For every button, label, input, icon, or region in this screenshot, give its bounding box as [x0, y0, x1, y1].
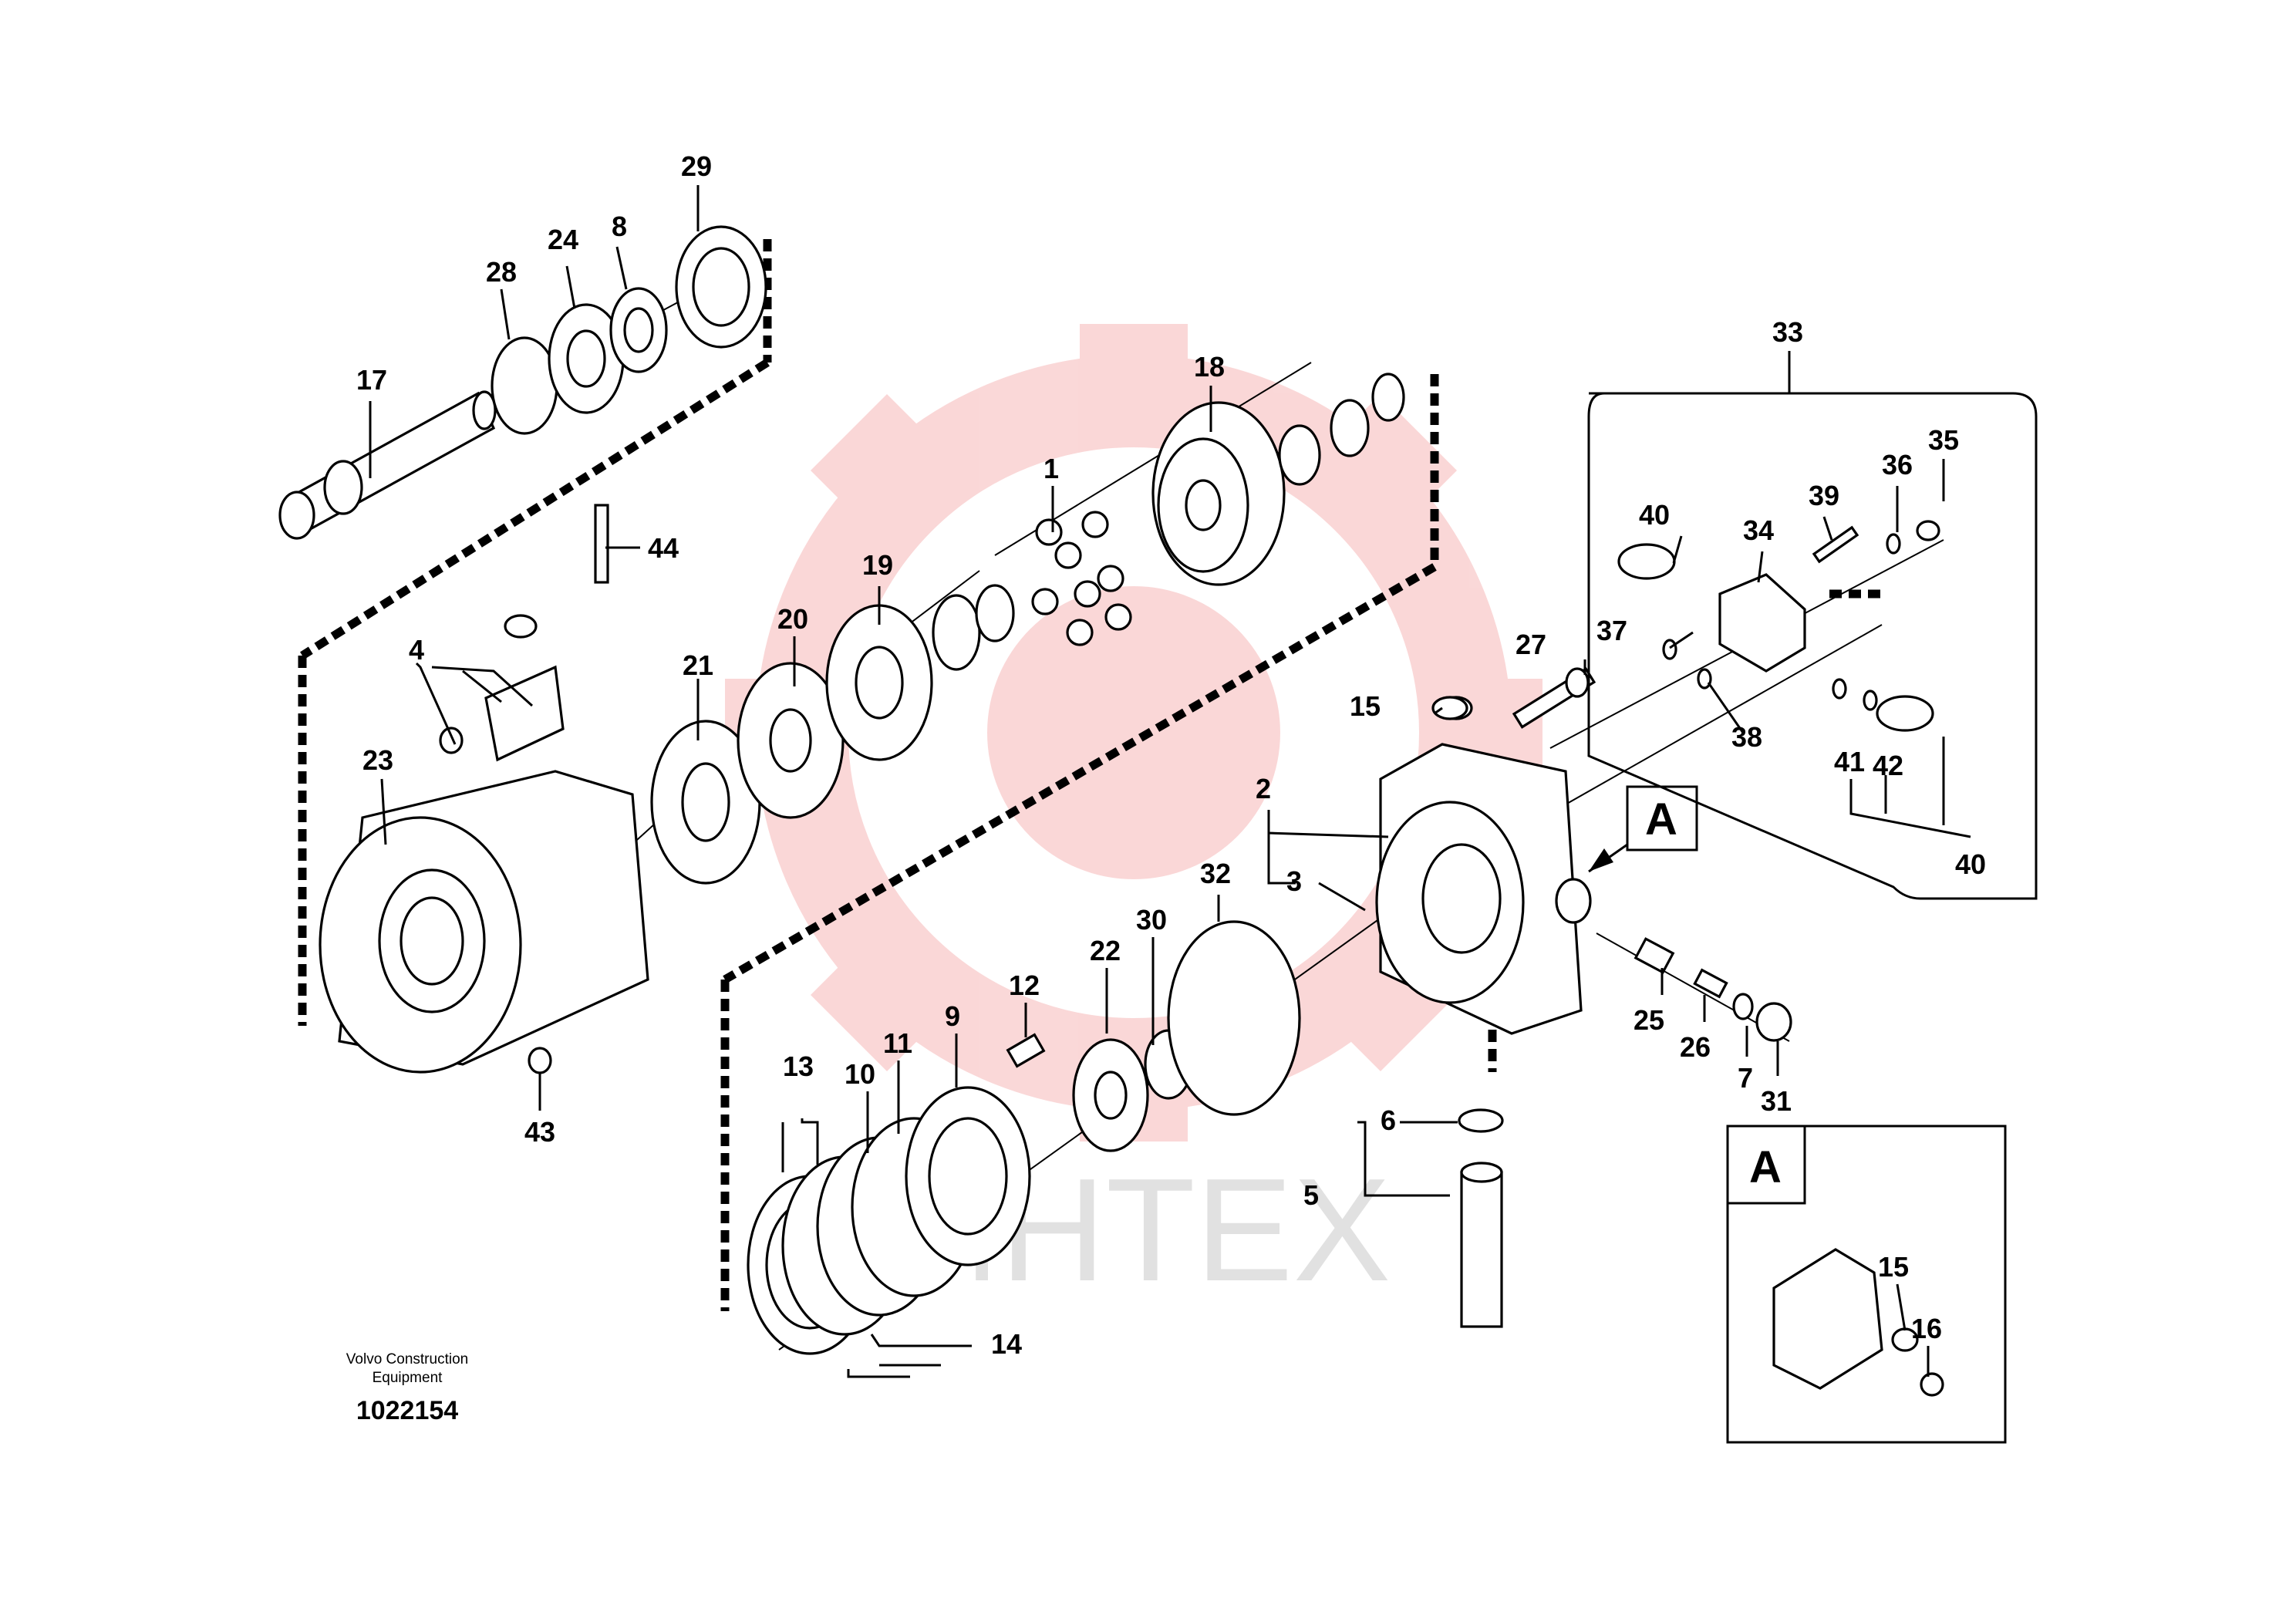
assembly-frames	[298, 239, 1882, 1311]
callout-17: 17	[356, 364, 387, 396]
svg-text:A: A	[1749, 1142, 1782, 1192]
callout-30: 30	[1136, 904, 1167, 936]
callout-19: 19	[862, 549, 893, 581]
callout-2: 2	[1256, 773, 1271, 804]
callout-35: 35	[1928, 424, 1959, 456]
callout-32: 32	[1200, 858, 1231, 889]
callout-16: 16	[1911, 1313, 1942, 1344]
callout-9: 9	[945, 1000, 960, 1032]
callout-5: 5	[1303, 1179, 1319, 1211]
callout-18: 18	[1194, 351, 1225, 383]
callout-numbers: 29 8 24 28 17 44 4 23 43 21 20 19 1 18 2…	[356, 150, 1986, 1360]
callout-11: 11	[883, 1027, 912, 1059]
detail-box-33	[1587, 351, 2038, 900]
manufacturer-line1: Volvo Construction	[346, 1351, 468, 1367]
callout-3: 3	[1286, 865, 1302, 897]
callout-40: 40	[1639, 499, 1670, 531]
title-block: Volvo Construction Equipment 1022154	[346, 1351, 468, 1425]
callout-26: 26	[1680, 1031, 1711, 1063]
callout-43: 43	[524, 1116, 555, 1148]
callout-6: 6	[1381, 1104, 1396, 1136]
motor-cover-part-2	[1375, 696, 1592, 1035]
view-a-marker: A	[1588, 785, 1698, 873]
callout-15-detail: 15	[1878, 1251, 1909, 1283]
callout-24: 24	[548, 224, 578, 255]
callout-13: 13	[783, 1050, 814, 1082]
piston-group-part-1	[932, 511, 1132, 671]
view-a-detail-box: A	[1726, 1125, 2007, 1444]
upper-bearing-set	[491, 225, 767, 435]
callout-7: 7	[1738, 1062, 1753, 1094]
callout-44: 44	[648, 532, 679, 564]
callout-8: 8	[612, 211, 627, 242]
callout-21: 21	[683, 649, 713, 681]
bolts	[528, 504, 1596, 1074]
swash-plates	[650, 604, 933, 885]
callout-31: 31	[1761, 1085, 1792, 1117]
callout-37: 37	[1596, 615, 1627, 646]
leader-lines	[369, 185, 1971, 1378]
callout-38: 38	[1731, 721, 1762, 753]
callout-10: 10	[845, 1058, 875, 1090]
drawing-number: 1022154	[356, 1396, 458, 1425]
callout-33: 33	[1772, 316, 1803, 348]
callout-14: 14	[991, 1328, 1022, 1360]
callout-40-lower: 40	[1955, 848, 1986, 880]
motor-housing-part-23	[319, 770, 649, 1074]
brake-pack	[747, 920, 1301, 1355]
spool-part-5	[1458, 1108, 1504, 1328]
callout-23: 23	[362, 744, 393, 776]
callout-1: 1	[1043, 453, 1059, 484]
callout-20: 20	[777, 603, 808, 635]
callout-36: 36	[1882, 449, 1913, 481]
callout-28: 28	[486, 256, 517, 288]
gear-part-18	[1151, 373, 1405, 586]
callout-41: 41	[1834, 746, 1865, 777]
port-fittings	[1633, 937, 1792, 1042]
callout-4: 4	[409, 634, 424, 666]
callout-27: 27	[1515, 629, 1546, 660]
callout-15: 15	[1350, 690, 1381, 722]
callout-29: 29	[681, 150, 712, 182]
callout-12: 12	[1009, 969, 1040, 1001]
manufacturer-line2: Equipment	[373, 1370, 443, 1386]
svg-text:A: A	[1645, 794, 1677, 845]
callout-39: 39	[1809, 480, 1839, 511]
callout-25: 25	[1633, 1004, 1664, 1036]
callout-42: 42	[1873, 750, 1903, 781]
callout-34: 34	[1743, 514, 1774, 546]
callout-22: 22	[1090, 935, 1121, 966]
valve-block-part-4	[439, 508, 607, 762]
shaft-part-17	[278, 390, 497, 540]
